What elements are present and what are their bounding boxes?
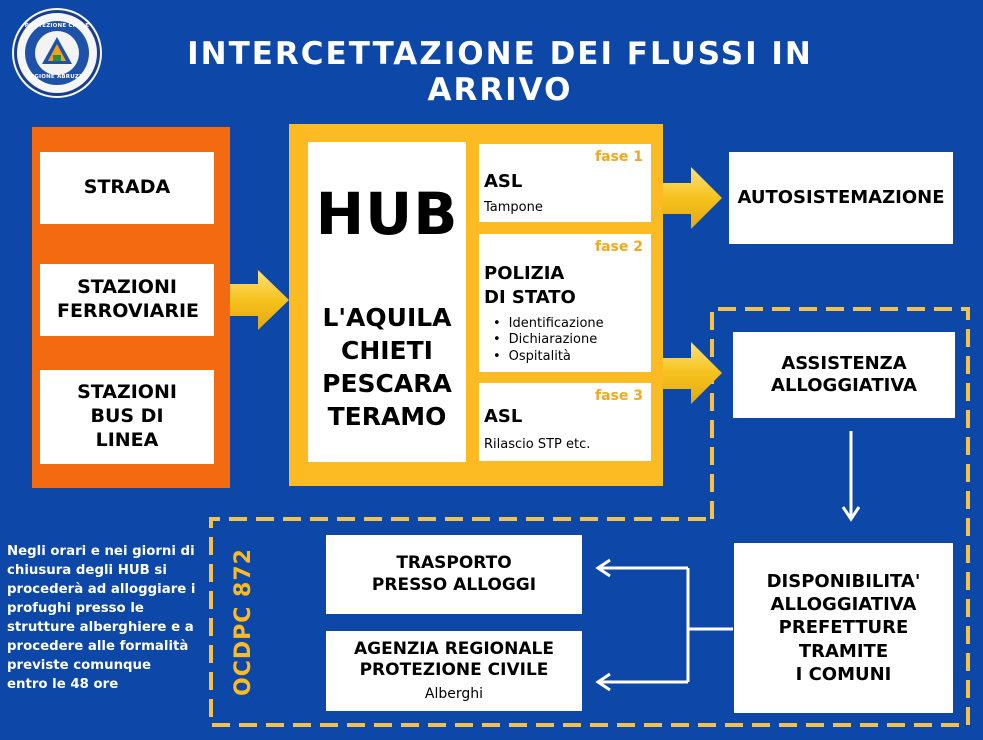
source-strada: STRADA: [40, 152, 214, 224]
trasporto-box: TRASPORTO PRESSO ALLOGGI: [326, 535, 582, 614]
note-line: profughi presso le: [7, 601, 144, 616]
phase-title: ASL: [484, 406, 523, 427]
phase-tag: fase 1: [595, 149, 643, 165]
phase-title: DI STATO: [484, 287, 576, 308]
assistenza-alloggiativa-box: ASSISTENZA ALLOGGIATIVA: [733, 332, 955, 418]
note-line: entro le 48 ore: [7, 677, 119, 692]
white-arrows: [595, 431, 861, 692]
phase-tag: fase 2: [595, 239, 643, 255]
trasporto-line: TRASPORTO: [396, 553, 512, 574]
trasporto-line: PRESSO ALLOGGI: [371, 574, 537, 595]
phase-subtitle: Tampone: [484, 200, 543, 215]
assistenza-line: ASSISTENZA: [781, 352, 907, 374]
agenzia-regionale-box: AGENZIA REGIONALE PROTEZIONE CIVILE Albe…: [326, 631, 582, 711]
phase-2-card: fase 2 POLIZIA DI STATO Identificazione …: [479, 234, 651, 372]
agenzia-line: PROTEZIONE CIVILE: [359, 660, 549, 681]
disponibilita-label: DISPONIBILITA' ALLOGGIATIVA PREFETTURE T…: [767, 570, 921, 687]
closure-note: Negli orari e nei giorni di chiusura deg…: [7, 542, 212, 694]
logo-text-bottom: REGIONE ABRUZZO: [25, 74, 89, 80]
arrow-sources-to-hub: [230, 270, 289, 330]
disponibilita-line: TRAMITE: [798, 640, 889, 662]
arrow-hub-to-assistenza: [663, 342, 722, 404]
protezione-civile-emblem-icon: [42, 37, 72, 64]
phase-1-card: fase 1 ASL Tampone: [479, 144, 651, 222]
agenzia-subtitle: Alberghi: [424, 685, 484, 702]
trasporto-label: TRASPORTO PRESSO ALLOGGI: [372, 553, 536, 596]
disponibilita-line: ALLOGGIATIVA: [770, 593, 917, 615]
phase-3-card: fase 3 ASL Rilascio STP etc.: [479, 383, 651, 461]
assistenza-label: ASSISTENZA ALLOGGIATIVA: [771, 353, 917, 398]
source-stazioni-bus-label: STAZIONI BUS DI LINEA: [77, 381, 177, 451]
disponibilita-box: DISPONIBILITA' ALLOGGIATIVA PREFETTURE T…: [734, 543, 953, 713]
phase-tag: fase 3: [595, 388, 643, 404]
hub-city: CHIETI: [340, 336, 433, 365]
hub-card: [308, 142, 466, 462]
ocdpc-dashed-boundary: [209, 307, 970, 727]
hub-city: TERAMO: [327, 402, 447, 431]
note-line: strutture alberghiere e a: [7, 620, 194, 635]
note-line: procedere alle formalità: [7, 639, 189, 654]
page-title: INTERCETTAZIONE DEI FLUSSI IN ARRIVO: [187, 36, 813, 108]
hub-city: PESCARA: [322, 369, 452, 398]
protezione-civile-logo: PROTEZIONE CIVILE REGIONE ABRUZZO: [14, 10, 100, 96]
hub-city: L'AQUILA: [322, 303, 452, 332]
autosistemazione-box: AUTOSISTEMAZIONE: [729, 152, 953, 244]
agenzia-line: AGENZIA REGIONALE: [354, 639, 554, 659]
logo-text-top: PROTEZIONE CIVILE: [24, 23, 90, 29]
source-stazioni-ferroviarie: STAZIONI FERROVIARIE: [40, 264, 214, 336]
source-stazioni-bus: STAZIONI BUS DI LINEA: [40, 370, 214, 464]
disponibilita-line: PREFETTURE: [778, 617, 909, 639]
phase-items: Identificazione Dichiarazione Ospitalità: [493, 316, 604, 365]
hub-title: HUB: [315, 180, 459, 248]
assistenza-line: ALLOGGIATIVA: [771, 375, 917, 396]
source-stazioni-ferroviarie-label: STAZIONI FERROVIARIE: [57, 276, 200, 322]
note-line: Negli orari e nei giorni di: [7, 544, 195, 559]
note-line: chiusura degli HUB si: [7, 563, 167, 578]
note-line: previste comunque: [7, 658, 152, 673]
phase-item: Dichiarazione: [493, 332, 604, 348]
arrow-hub-to-autosistemazione: [663, 167, 722, 229]
note-line: procederà ad alloggiare i: [7, 582, 196, 597]
disponibilita-line: DISPONIBILITA': [766, 570, 921, 592]
phase-item: Ospitalità: [493, 349, 604, 365]
disponibilita-line: I COMUNI: [795, 664, 892, 686]
phase-item: Identificazione: [493, 316, 604, 332]
phase-title: POLIZIA: [484, 263, 565, 284]
ocdpc-label: OCDPC 872: [231, 548, 256, 696]
phase-subtitle: Rilascio STP etc.: [484, 437, 591, 452]
phase-title: ASL: [484, 171, 523, 192]
